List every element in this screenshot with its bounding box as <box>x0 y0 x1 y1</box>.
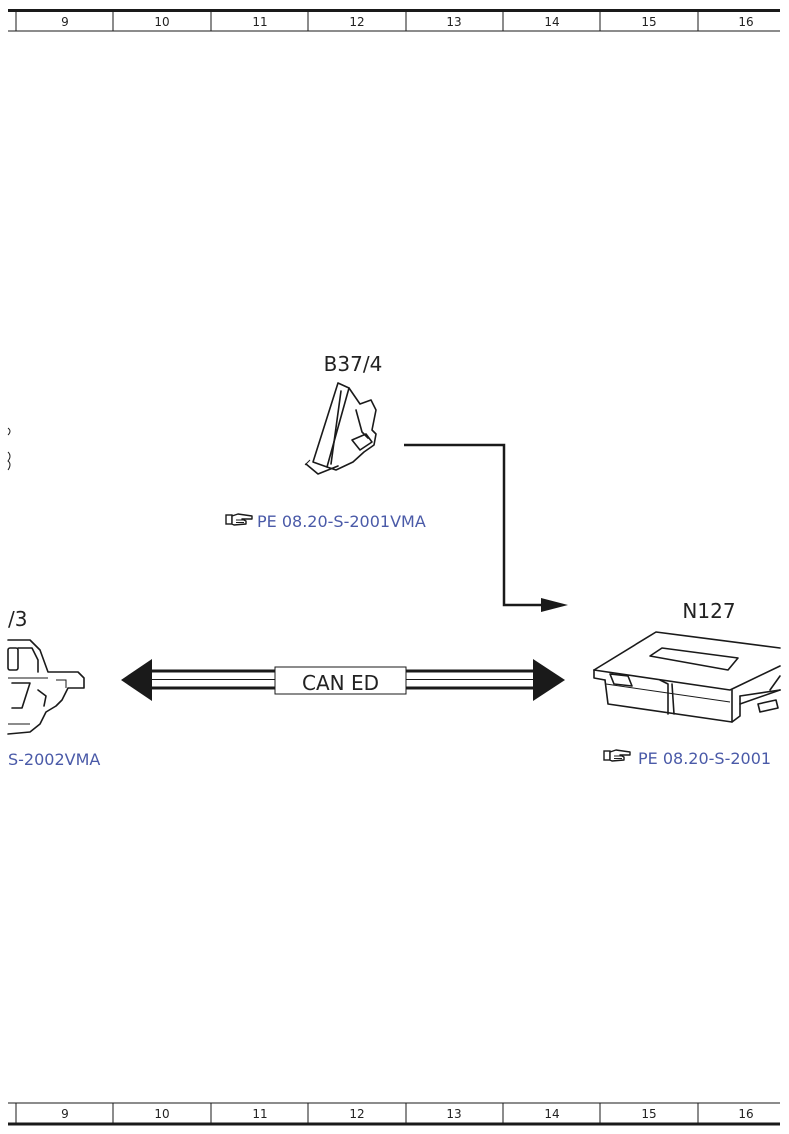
pedal-signal-arrowhead <box>541 598 568 612</box>
top-grid-label-10: 10 <box>154 15 169 29</box>
control-unit-drawing[interactable] <box>593 631 781 723</box>
bottom-grid-label-13: 13 <box>446 1107 461 1121</box>
top-grid-ruler: 9 10 11 12 13 14 15 16 <box>8 9 780 32</box>
can-bus-left-arrowhead <box>121 659 152 701</box>
bottom-grid-label-16: 16 <box>738 1107 753 1121</box>
pedal-sensor-label: B37/4 <box>324 352 383 376</box>
can-bus-label: CAN ED <box>302 671 379 695</box>
can-bus-right-arrowhead <box>533 659 565 701</box>
pointing-hand-icon <box>603 749 631 762</box>
control-unit-reference-text[interactable]: PE 08.20-S-2001 <box>638 749 771 768</box>
bottom-grid-label-12: 12 <box>349 1107 364 1121</box>
top-grid-label-12: 12 <box>349 15 364 29</box>
pedal-sensor-reference-text[interactable]: PE 08.20-S-2001VMA <box>257 512 426 531</box>
bottom-grid-label-15: 15 <box>641 1107 656 1121</box>
bottom-grid-label-9: 9 <box>61 1107 69 1121</box>
pedal-signal-wire <box>404 443 543 607</box>
top-grid-label-15: 15 <box>641 15 656 29</box>
left-unit-reference-text[interactable]: S-2002VMA <box>8 750 100 769</box>
top-grid-label-13: 13 <box>446 15 461 29</box>
top-grid-label-11: 11 <box>252 15 267 29</box>
bottom-grid-label-14: 14 <box>544 1107 559 1121</box>
top-grid-label-9: 9 <box>61 15 69 29</box>
pointing-hand-icon <box>225 513 253 526</box>
top-grid-label-16: 16 <box>738 15 753 29</box>
can-bus-label-box: CAN ED <box>274 666 407 695</box>
left-edge-partial-glyph <box>7 427 11 471</box>
bottom-grid-label-10: 10 <box>154 1107 169 1121</box>
left-unit-drawing[interactable] <box>7 639 85 735</box>
top-grid-label-14: 14 <box>544 15 559 29</box>
control-unit-reference-link[interactable]: PE 08.20-S-2001 <box>603 749 771 768</box>
pedal-sensor-drawing[interactable] <box>304 382 377 475</box>
control-unit-label: N127 <box>682 599 735 623</box>
bottom-grid-label-11: 11 <box>252 1107 267 1121</box>
bottom-grid-ruler: 9 10 11 12 13 14 15 16 <box>8 1102 780 1126</box>
left-unit-label: /3 <box>8 607 27 631</box>
pedal-sensor-reference-link[interactable]: PE 08.20-S-2001VMA <box>225 512 426 531</box>
